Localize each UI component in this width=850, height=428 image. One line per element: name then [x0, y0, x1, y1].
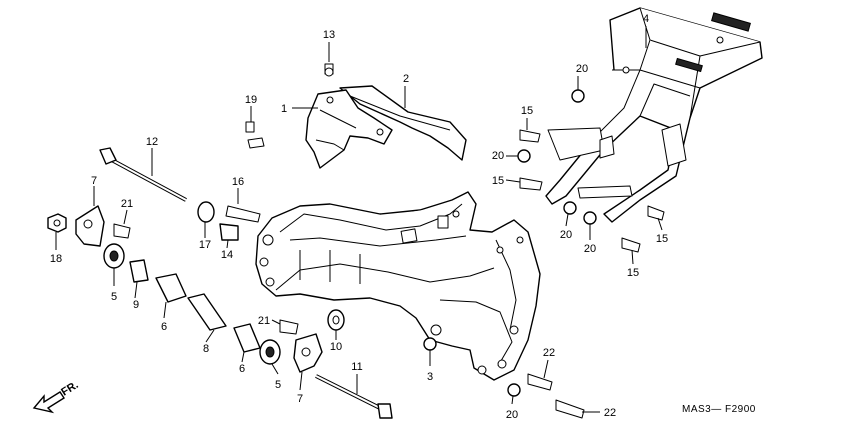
callout-19: 19	[245, 94, 257, 106]
callout-5-upper: 5	[111, 291, 117, 303]
callout-17: 17	[199, 239, 211, 251]
callout-18: 18	[50, 253, 62, 265]
callout-21-upper: 21	[121, 198, 133, 210]
callout-15-c: 15	[656, 233, 668, 245]
callout-4: 4	[643, 13, 649, 25]
main-frame	[255, 191, 541, 381]
callout-20-c: 20	[560, 229, 572, 241]
callout-12: 12	[146, 136, 158, 148]
callout-22-b: 22	[604, 407, 616, 419]
bracket-assembly	[305, 85, 467, 169]
hardware	[47, 63, 665, 419]
callout-1: 1	[281, 103, 287, 115]
callout-15-a: 15	[521, 105, 533, 117]
callout-14: 14	[221, 249, 233, 261]
callout-15-d: 15	[627, 267, 639, 279]
callout-22-a: 22	[543, 347, 555, 359]
callout-11: 11	[351, 361, 362, 373]
callout-2: 2	[403, 73, 409, 85]
front-direction-arrow: FR.	[32, 379, 81, 414]
callout-6-upper: 6	[161, 321, 167, 333]
rear-subframe	[545, 7, 763, 223]
diagram-code: MAS3— F2900	[682, 404, 756, 415]
callout-labels: 1 2 3 4 5 5 6 6 7 7 8 9 10 11 12 13 14 1…	[50, 13, 668, 421]
callout-20-d: 20	[584, 243, 596, 255]
callout-20-b: 20	[492, 150, 504, 162]
callout-20-e: 20	[506, 409, 518, 421]
callout-10: 10	[330, 341, 342, 353]
engine-mount-bolt-lower	[315, 374, 393, 419]
callout-7-upper: 7	[91, 175, 97, 187]
callout-6-lower: 6	[239, 363, 245, 375]
leader-lines	[55, 26, 663, 413]
engine-mount-bolt-upper	[99, 147, 187, 202]
callout-20-a: 20	[576, 63, 588, 75]
callout-5-lower: 5	[275, 379, 281, 391]
callout-7-lower: 7	[297, 393, 303, 405]
callout-13: 13	[323, 29, 335, 41]
callout-21-lower: 21	[258, 315, 270, 327]
callout-16: 16	[232, 176, 244, 188]
callout-9: 9	[133, 299, 139, 311]
callout-3: 3	[427, 371, 433, 383]
callout-15-b: 15	[492, 175, 504, 187]
callout-8: 8	[203, 343, 209, 355]
